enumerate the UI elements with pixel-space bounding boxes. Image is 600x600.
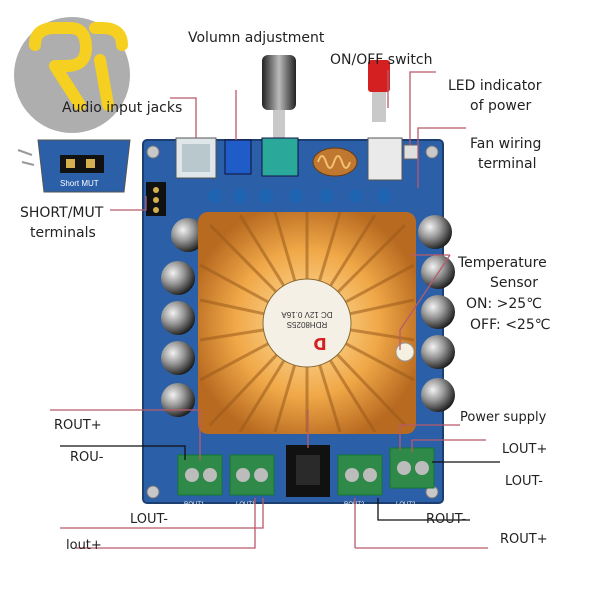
wire-lines <box>60 445 500 521</box>
output-terminal-lout1 <box>229 454 275 496</box>
capacitors-right <box>418 215 455 412</box>
label-on-off-switch: ON/OFF switch <box>330 52 433 68</box>
leader-rout-plus-left <box>50 409 201 460</box>
fan-hub-label: DC 12V 0.16A RDH8025S ᗡ <box>262 278 352 368</box>
label-volume-adjustment: Volumn adjustment <box>188 30 325 46</box>
leader-fan-wiring <box>417 127 466 188</box>
leader-lout-minus-left <box>60 498 264 529</box>
short-mut-header <box>146 182 166 216</box>
label-power-supply: Power supply <box>460 410 547 425</box>
logo <box>14 17 130 133</box>
leader-lout-plus-right <box>411 439 486 452</box>
power-led <box>403 144 419 160</box>
label-fan-wiring-line2: terminal <box>478 156 537 172</box>
silk-rout1: ROUT1 <box>184 502 205 508</box>
label-led-indicator-line2: of power <box>470 98 532 114</box>
label-led-indicator-line1: LED indicator <box>448 78 542 94</box>
label-short-mut-line2: terminals <box>30 225 96 241</box>
leader-lines <box>50 70 488 549</box>
label-temperature-on: ON: >25℃ <box>466 296 542 312</box>
transistor-row <box>208 189 391 203</box>
label-short-mut-line1: SHORT/MUT <box>20 205 104 221</box>
fan-label-voltage: DC 12V 0.16A <box>281 310 333 319</box>
audio-input-jack <box>175 137 217 179</box>
inductor-coil <box>312 147 358 177</box>
label-rout-plus-left: ROUT+ <box>54 418 102 433</box>
wire-rout-minus <box>377 498 470 521</box>
temperature-sensor <box>395 342 415 362</box>
leader-audio-jacks-2 <box>170 97 197 138</box>
capacitors-left <box>161 218 205 417</box>
leader-power-supply <box>399 424 460 450</box>
label-temperature-off: OFF: <25℃ <box>470 317 551 333</box>
label-lout-plus-right: LOUT+ <box>502 442 548 457</box>
leader-led <box>409 71 436 145</box>
input-terminal-blue <box>224 139 252 175</box>
label-rout-minus: ROUT- <box>426 512 467 527</box>
leader-lout-plus-left <box>76 498 256 549</box>
fan-label-model: RDH8025S <box>287 320 327 329</box>
leader-temp-2 <box>399 254 451 350</box>
label-audio-input-jacks: Audio input jacks <box>62 100 183 116</box>
silk-lout2: LOUT2 <box>396 502 416 508</box>
wire-rou-minus <box>60 445 186 460</box>
volume-potentiometer <box>261 55 299 177</box>
label-lout-minus-right: LOUT- <box>505 474 543 489</box>
label-temperature-line2: Sensor <box>490 275 538 291</box>
leader-short-mut <box>110 196 147 211</box>
label-lout-minus-left: LOUT- <box>130 512 168 527</box>
inset-short-mut-text: Short MUT <box>60 179 99 188</box>
power-switch <box>367 60 403 181</box>
label-rout-plus-right: ROUT+ <box>500 532 548 547</box>
label-rou-minus: ROU- <box>70 450 104 465</box>
power-jack <box>286 445 330 497</box>
silk-lout1: LOUT1 <box>236 502 256 508</box>
label-lout-plus-left: lout+ <box>66 538 102 553</box>
output-terminal-rout2 <box>337 454 383 496</box>
output-terminal-lout2 <box>389 447 435 489</box>
fan-brand-logo: ᗡ <box>313 335 326 354</box>
label-temperature-line1: Temperature <box>458 255 547 271</box>
output-terminal-rout1 <box>177 454 223 496</box>
short-mut-inset: Short MUT <box>17 139 131 193</box>
label-fan-wiring-line1: Fan wiring <box>470 136 542 152</box>
